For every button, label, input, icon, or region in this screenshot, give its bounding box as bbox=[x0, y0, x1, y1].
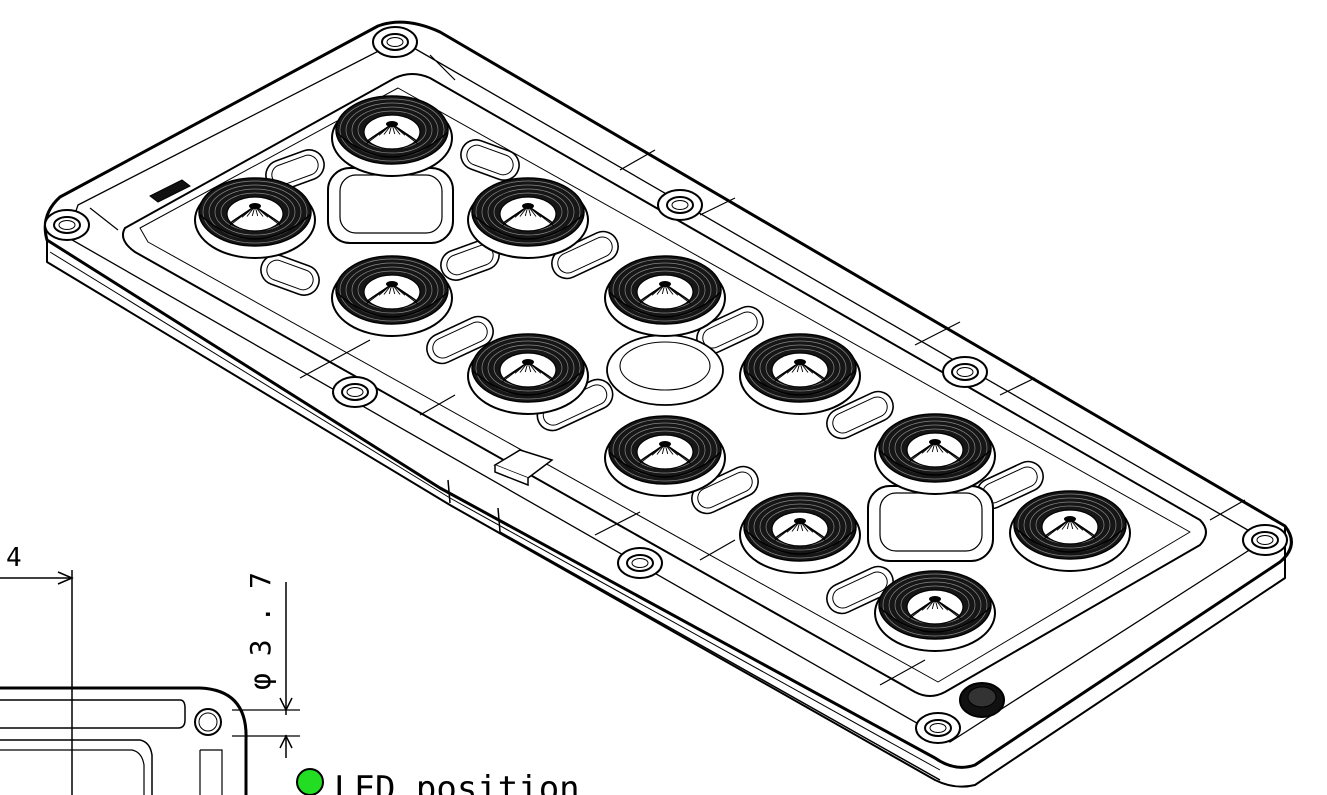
mount-hole bbox=[942, 356, 988, 388]
dimension-left-value: 4 bbox=[6, 543, 22, 573]
dimension-arrow-horizontal bbox=[57, 571, 74, 585]
mounting-holes bbox=[44, 26, 1288, 744]
switch-slot bbox=[440, 239, 500, 281]
mount-hole bbox=[657, 189, 703, 221]
keyswitch bbox=[331, 95, 453, 177]
detail-hole bbox=[194, 708, 222, 736]
reset-slot bbox=[149, 179, 191, 203]
keyswitch bbox=[467, 177, 589, 259]
keyswitch bbox=[874, 413, 996, 495]
keyswitch bbox=[739, 492, 861, 574]
switch-slot bbox=[460, 139, 520, 181]
square-buttons bbox=[327, 167, 994, 562]
switch-slot bbox=[260, 254, 320, 296]
pocket-outline bbox=[122, 73, 1207, 697]
keyswitch bbox=[739, 333, 861, 415]
mount-hole bbox=[332, 376, 378, 408]
mount-hole bbox=[44, 209, 90, 241]
mount-hole bbox=[915, 712, 961, 744]
border-segments bbox=[89, 54, 1246, 686]
keyswitch bbox=[1009, 490, 1131, 572]
detail-view bbox=[0, 570, 300, 795]
mount-hole bbox=[1242, 524, 1288, 556]
square-button-top bbox=[327, 167, 454, 244]
dimension-extension-lines bbox=[232, 709, 300, 737]
switch-slot bbox=[426, 315, 494, 365]
led-marker-icon bbox=[296, 768, 324, 795]
mount-hole bbox=[617, 547, 663, 579]
connector-tab bbox=[493, 449, 554, 487]
keyswitches bbox=[194, 95, 1131, 652]
led-legend-label: LED position bbox=[334, 769, 580, 795]
detail-inner-edge bbox=[0, 699, 186, 729]
dimension-line-horizontal bbox=[0, 570, 73, 795]
keyswitch bbox=[194, 177, 316, 259]
switch-slot bbox=[826, 390, 894, 440]
keyswitch bbox=[604, 415, 726, 497]
edge-step bbox=[447, 479, 941, 781]
switch-slot bbox=[265, 149, 325, 191]
keyswitch bbox=[874, 570, 996, 652]
dimension-arrow-vertical bbox=[279, 697, 293, 749]
keyswitch bbox=[331, 255, 453, 337]
encoder-knob bbox=[959, 682, 1005, 718]
switch-slot bbox=[826, 565, 894, 615]
square-button-bottom bbox=[867, 485, 994, 562]
plate-outline bbox=[43, 20, 1293, 769]
center-pad bbox=[606, 334, 724, 406]
led-legend: LED position bbox=[296, 768, 580, 795]
keyswitch bbox=[467, 333, 589, 415]
mount-hole bbox=[372, 26, 418, 58]
plate-side bbox=[46, 240, 1286, 788]
dimension-hole-value: φ 3 . 7 bbox=[244, 572, 277, 690]
detail-outer-edge bbox=[0, 686, 248, 795]
keyswitch bbox=[604, 255, 726, 337]
